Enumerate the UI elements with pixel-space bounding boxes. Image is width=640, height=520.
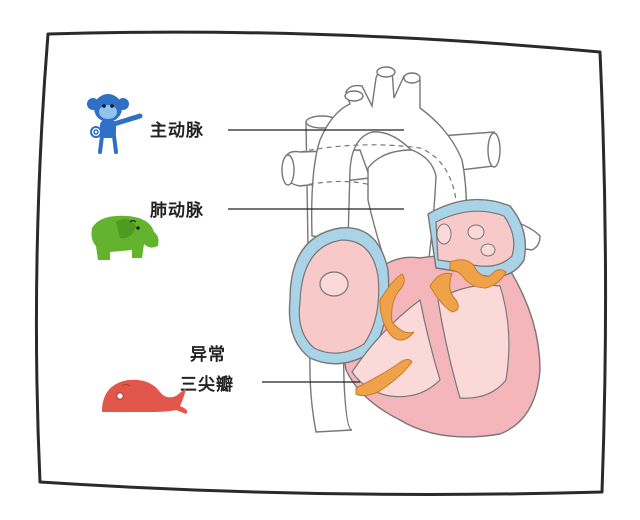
- tricuspid-valve-label: 三尖瓣: [180, 374, 234, 395]
- elephant-mascot-icon: [91, 215, 159, 260]
- heart-valves: [355, 259, 507, 397]
- pulmonary-artery-label: 肺动脉: [150, 200, 204, 221]
- monkey-mascot-icon: [87, 94, 143, 154]
- pulmonary-trunk: [367, 149, 437, 277]
- whale-mascot-icon: [102, 379, 188, 414]
- aorta-label: 主动脉: [150, 120, 204, 141]
- aorta: [310, 66, 468, 241]
- abnormal-label: 异常: [190, 344, 226, 365]
- abnormal-tricuspid-valve: [355, 358, 413, 397]
- heart: [288, 198, 541, 438]
